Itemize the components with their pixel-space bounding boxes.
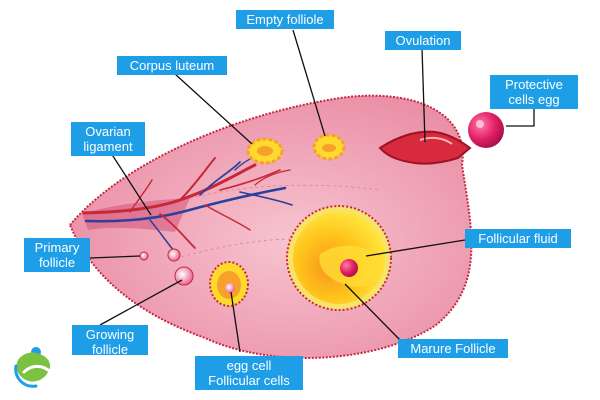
empty-follicle xyxy=(312,133,346,161)
label-primary-follicle: Primary follicle xyxy=(24,238,90,272)
released-egg-highlight xyxy=(476,120,484,128)
label-ovulation: Ovulation xyxy=(385,31,461,50)
released-egg xyxy=(468,112,504,148)
label-growing-follicle: Growing follicle xyxy=(72,325,148,355)
ovary-texture xyxy=(149,184,381,261)
primary-follicle-large xyxy=(174,266,194,286)
mature-follicle xyxy=(286,205,392,311)
label-protective-cells-egg: Protective cells egg xyxy=(490,75,578,109)
ovulation-rupture xyxy=(378,130,472,165)
label-mature-follicle: Marure Follicle xyxy=(398,339,508,358)
label-egg-cell-follicular-cells: egg cell Follicular cells xyxy=(195,356,303,390)
growing-follicle xyxy=(209,261,249,307)
label-empty-follicle: Empty folliole xyxy=(236,10,334,29)
label-ovarian-ligament: Ovarian ligament xyxy=(71,122,145,156)
primary-follicle-medium xyxy=(167,248,181,262)
primary-follicle-small xyxy=(139,251,149,261)
leader-lines xyxy=(89,29,535,353)
label-corpus-luteum: Corpus luteum xyxy=(117,56,227,75)
corpus-luteum xyxy=(246,137,284,165)
ovarian-ligament-tissue xyxy=(82,198,190,232)
label-follicular-fluid: Follicular fluid xyxy=(465,229,571,248)
